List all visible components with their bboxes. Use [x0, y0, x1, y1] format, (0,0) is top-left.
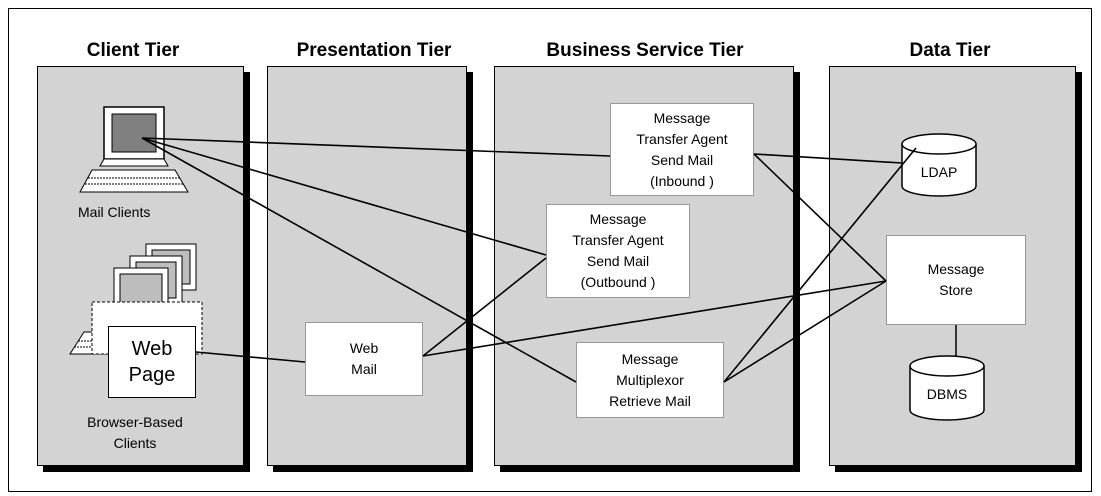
mta-out-line1: Message — [589, 211, 647, 227]
message-multiplexor-box: Message Multiplexor Retrieve Mail — [576, 342, 724, 418]
store-line2: Store — [939, 282, 973, 298]
mta-in-line1: Message — [653, 109, 711, 126]
data-tier-title: Data Tier — [909, 40, 991, 61]
mta-in-line2: Transfer Agent — [636, 130, 728, 147]
dbms-label: DBMS — [926, 386, 968, 402]
mmp-line2: Multiplexor — [616, 371, 684, 388]
mta-out-line2: Transfer Agent — [572, 232, 664, 248]
mta-in-line3: Send Mail — [650, 151, 714, 168]
message-store-box: Message Store — [886, 235, 1026, 325]
browser-clients-line1: Browser-Based — [87, 414, 183, 430]
business-tier-title: Business Service Tier — [546, 40, 744, 61]
mta-in-line4: (Inbound ) — [650, 172, 714, 189]
mmp-line3: Retrieve Mail — [609, 392, 691, 409]
diagram-frame — [8, 8, 1092, 492]
browser-clients-line2: Clients — [113, 435, 157, 451]
presentation-tier-title: Presentation Tier — [296, 40, 452, 61]
ldap-cylinder-icon — [901, 133, 977, 197]
client-tier-title: Client Tier — [86, 40, 180, 61]
mta-out-line3: Send Mail — [586, 253, 650, 269]
ldap-label: LDAP — [920, 164, 958, 180]
mail-clients-label: Mail Clients — [78, 204, 151, 220]
browser-clients-label: Browser-Based Clients — [70, 412, 200, 454]
dbms-cylinder-icon — [909, 355, 985, 421]
store-line1: Message — [927, 261, 985, 277]
